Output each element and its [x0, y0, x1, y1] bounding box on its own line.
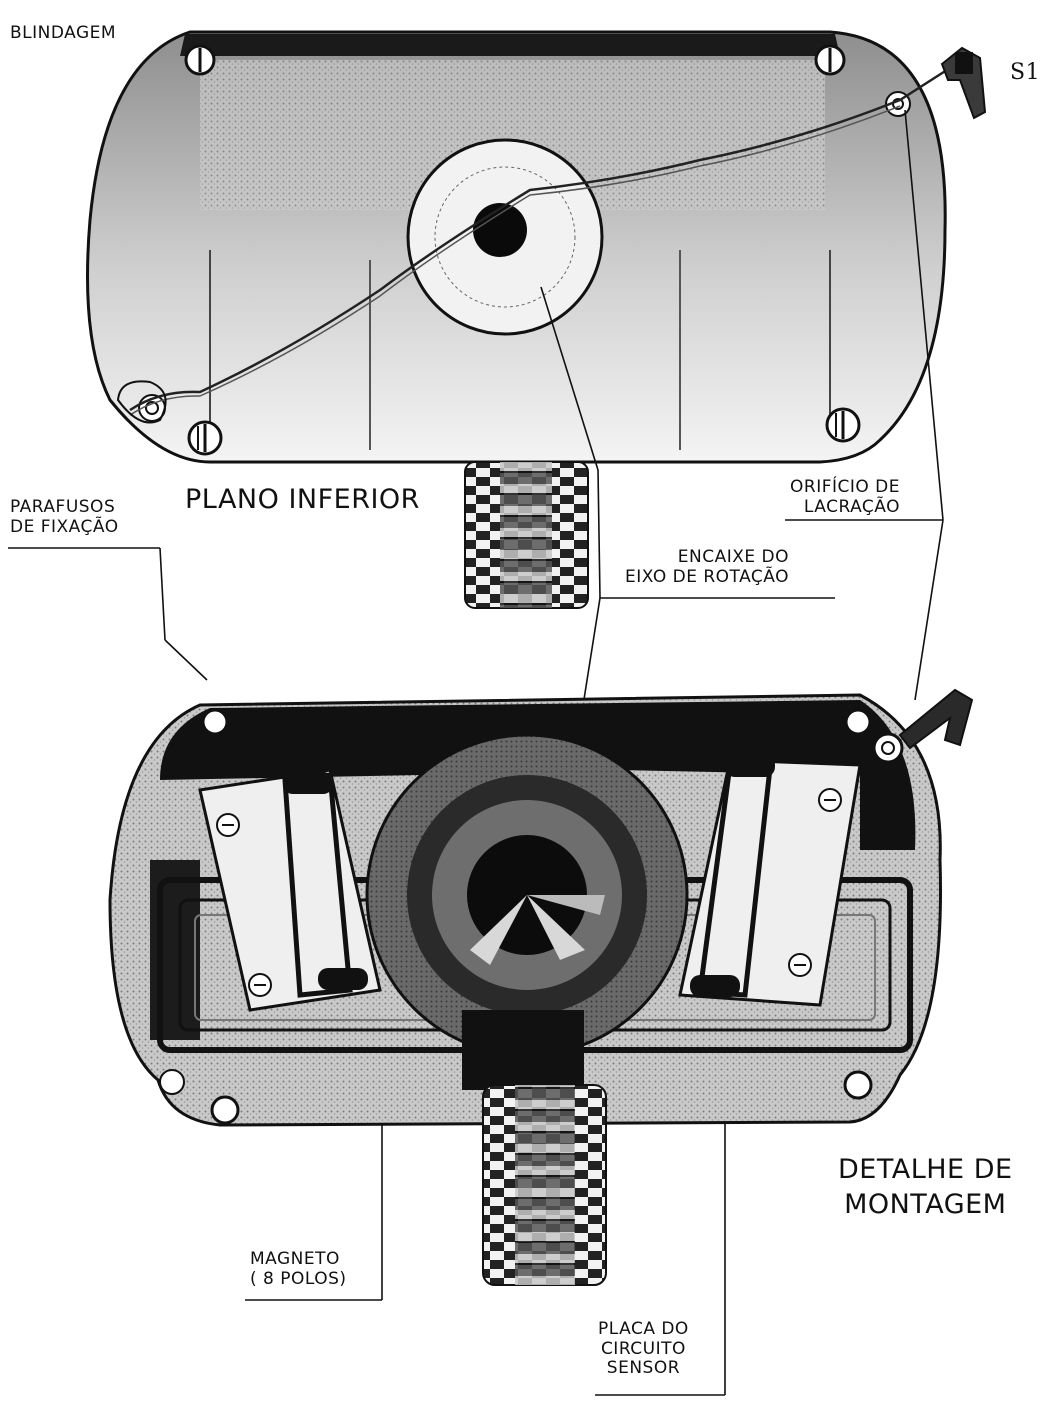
screw-icon — [843, 1070, 873, 1100]
label-placa-do-circuito-sensor: PLACA DO CIRCUITO SENSOR — [598, 1319, 689, 1379]
shaft-icon — [464, 461, 589, 609]
screw-icon — [788, 953, 812, 977]
screw-icon — [210, 1095, 240, 1125]
label-s1: S1 — [1010, 60, 1041, 85]
screw-icon — [159, 1069, 185, 1095]
leader-lines — [8, 109, 944, 1396]
shaft-hole-icon — [473, 203, 527, 257]
label-magneto: MAGNETO ( 8 POLOS) — [250, 1249, 347, 1289]
seal-wire — [129, 66, 951, 412]
label-detalhe-de-montagem: DETALHE DE MONTAGEM — [838, 1154, 1013, 1221]
magnet-icon — [365, 733, 689, 1057]
seal-icon — [872, 688, 974, 764]
label-orificio-de-lacracao: ORIFÍCIO DE LACRAÇÃO — [790, 477, 900, 517]
screw-icon — [814, 44, 846, 76]
label-parafusos-de-fixacao: PARAFUSOS DE FIXAÇÃO — [10, 497, 119, 537]
screw-icon — [818, 788, 842, 812]
right-sensor-module — [678, 755, 862, 1007]
shaft-icon — [482, 1084, 607, 1286]
screw-icon — [184, 44, 216, 76]
screw-icon — [201, 708, 229, 736]
lower-housing — [108, 688, 974, 1127]
seal-icon — [940, 46, 987, 120]
screw-icon — [825, 407, 861, 443]
screw-icon — [216, 813, 240, 837]
label-encaixe-do-eixo: ENCAIXE DO EIXO DE ROTAÇÃO — [625, 547, 790, 587]
screw-icon — [844, 708, 872, 736]
upper-housing — [86, 30, 987, 464]
screw-icon — [187, 420, 223, 456]
label-plano-inferior: PLANO INFERIOR — [185, 484, 420, 515]
left-sensor-module — [198, 768, 382, 1012]
label-blindagem: BLINDAGEM — [10, 23, 117, 43]
screw-icon — [248, 973, 272, 997]
